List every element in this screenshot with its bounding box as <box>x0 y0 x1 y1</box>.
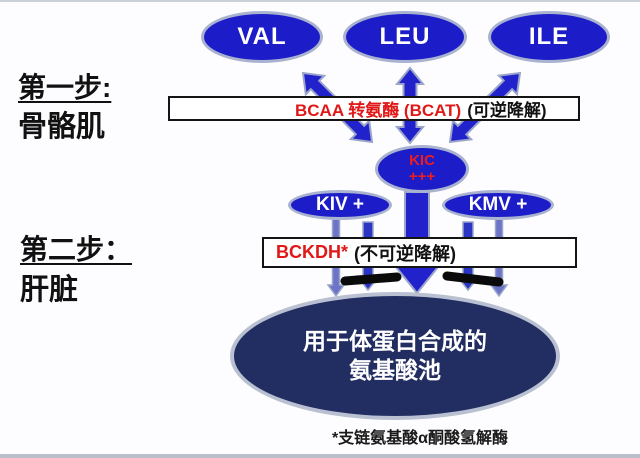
leu-label: LEU <box>379 23 431 51</box>
kmv-label: KMV + <box>468 194 528 216</box>
kic-plus-label: +++ <box>408 168 436 185</box>
pool-label-line2: 氨基酸池 <box>349 357 441 383</box>
ellipse-val: VAL <box>201 11 323 63</box>
block-mark-right <box>442 271 504 287</box>
bckdh-note-label: (不可逆降解) <box>354 243 456 264</box>
bcat-enzyme-label: BCAA 转氨酶 (BCAT) <box>295 101 462 120</box>
ellipse-kiv: KIV + <box>288 190 392 220</box>
ellipse-ile: ILE <box>488 11 610 63</box>
step2-location: 肝脏 <box>20 274 79 306</box>
footnote: *支链氨基酸α酮酸氢解酶 <box>331 430 509 447</box>
block-mark-left <box>340 272 402 286</box>
step2-title: 第二步： <box>20 234 133 265</box>
pool-label-line1: 用于体蛋白合成的 <box>303 328 487 355</box>
bckdh-enzyme-label: BCKDH* <box>276 242 348 262</box>
ellipse-leu: LEU <box>343 11 467 63</box>
val-label: VAL <box>237 23 287 51</box>
step1-title: 第一步: <box>18 72 112 103</box>
kic-label: KIC <box>409 152 435 170</box>
ellipse-amino-acid-pool: 用于体蛋白合成的 氨基酸池 <box>230 292 560 420</box>
bottom-edge-line <box>0 454 640 458</box>
bcat-note-label: (可逆降解) <box>467 101 547 120</box>
bckdh-enzyme-box: BCKDH* (不可逆降解) <box>262 237 577 268</box>
step1-location: 骨骼肌 <box>18 111 106 143</box>
top-edge-line <box>0 0 640 2</box>
kiv-label: KIV + <box>315 194 365 216</box>
bcat-enzyme-box: BCAA 转氨酶 (BCAT) (可逆降解) <box>168 96 580 121</box>
ellipse-kmv: KMV + <box>442 190 554 220</box>
ile-label: ILE <box>528 23 570 51</box>
ellipse-kic: KIC +++ <box>375 145 469 193</box>
